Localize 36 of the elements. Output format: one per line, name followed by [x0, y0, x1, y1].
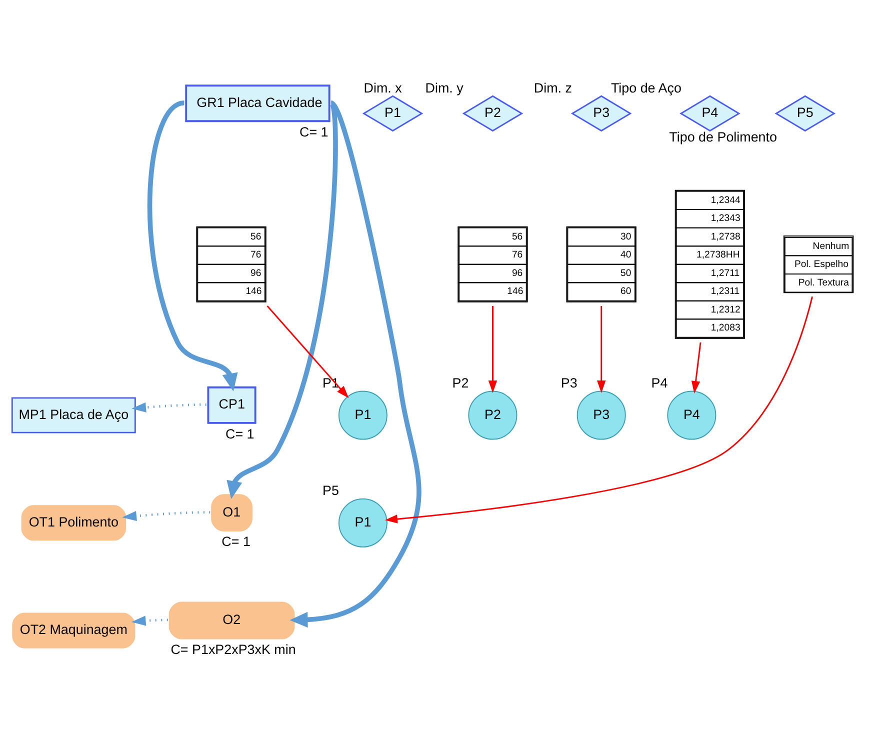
arrow — [122, 510, 210, 521]
node-label: Dim. x — [364, 80, 402, 95]
arrow — [147, 100, 238, 391]
arrow — [131, 615, 168, 626]
node-label: C= 1 — [300, 124, 328, 140]
node-label: P3 — [560, 375, 578, 390]
node-diamond: P1 — [362, 94, 424, 132]
arrow — [132, 402, 206, 412]
node-circle: P1 — [338, 498, 388, 547]
node-label: Dim. y — [425, 80, 464, 95]
node-label: Tipo de Polimento — [669, 129, 777, 144]
arrow — [266, 305, 349, 398]
arrow — [488, 306, 498, 392]
node-label: C= 1 — [226, 426, 254, 442]
arrow — [290, 100, 422, 628]
arrow — [691, 342, 702, 394]
node-diamond: P4 — [680, 94, 740, 132]
node-diamond: P5 — [774, 94, 836, 132]
node-diamond: P3 — [570, 94, 632, 132]
node-circle: P1 — [338, 390, 388, 440]
node-box: OT2 Maquinagem — [12, 612, 136, 648]
node-diamond: P2 — [462, 94, 524, 132]
node-box: OT1 Polimento — [21, 504, 126, 540]
node-label: Tipo de Aço — [610, 80, 682, 95]
node-label: P2 — [452, 375, 469, 390]
node-label: C= 1 — [222, 534, 250, 549]
node-circle: P3 — [576, 390, 626, 440]
node-circle: P4 — [667, 390, 716, 440]
node-circle: P2 — [468, 390, 518, 440]
node-label: P4 — [651, 375, 668, 390]
node-label: Dim. z — [534, 80, 572, 95]
node-label: P5 — [322, 482, 339, 498]
arrow — [384, 296, 813, 523]
node-label: C= P1xP2xP3xK min — [170, 641, 296, 656]
arrow — [596, 306, 606, 392]
node-box: MP1 Placa de Aço — [11, 396, 136, 433]
